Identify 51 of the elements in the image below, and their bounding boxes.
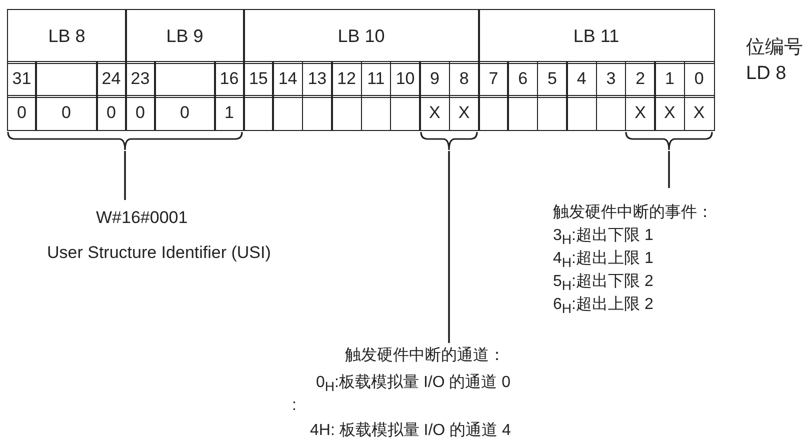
table-cell: 1 — [654, 61, 686, 98]
table-cell: X — [684, 95, 714, 130]
table-cell: LB 10 — [243, 9, 480, 64]
table-cell: 4 — [566, 61, 597, 98]
event-list-text: 触发硬件中断的事件： — [553, 202, 713, 223]
table-cell: 16 — [214, 61, 244, 98]
table-cell: 0 — [684, 61, 714, 98]
table-cell: 0 — [154, 95, 216, 130]
leader-line — [448, 151, 450, 343]
table-cell: 8 — [448, 61, 480, 98]
table-cell: 0 — [35, 95, 98, 130]
table-cell: 6 — [507, 61, 538, 98]
leader-line — [124, 151, 126, 200]
channel-list-text: 4H: 板载模拟量 I/O 的通道 4 — [310, 420, 511, 441]
table-cell: X — [624, 95, 656, 130]
table-cell: 1 — [214, 95, 244, 130]
table-cell: 0 — [7, 95, 36, 130]
table-cell: LB 11 — [478, 9, 714, 64]
table-cell: 11 — [360, 61, 392, 98]
event-list-text: 4$_{H}$:超出上限 1 — [553, 248, 654, 270]
table-cell: 7 — [478, 61, 509, 98]
bit-number-label: 位编号 — [746, 36, 803, 60]
leader-line — [668, 151, 670, 188]
table-cell: 31 — [7, 61, 36, 98]
table-cell: 9 — [419, 61, 450, 98]
description-text: User Structure Identifier (USI) — [47, 243, 271, 263]
table-cell: 13 — [302, 61, 333, 98]
table-cell: 2 — [624, 61, 656, 98]
event-list-text: 5$_{H}$:超出下限 2 — [553, 272, 654, 294]
table-cell: 0 — [125, 95, 156, 130]
table-cell: LB 8 — [7, 9, 126, 64]
event-list-text: 6$_{H}$:超出上限 2 — [553, 294, 654, 316]
table-cell: 12 — [331, 61, 362, 98]
table-cell: 14 — [272, 61, 304, 98]
table-cell: 5 — [536, 61, 568, 98]
description-text: W#16#0001 — [96, 208, 188, 228]
table-cell: 24 — [96, 61, 126, 98]
table-cell: X — [654, 95, 686, 130]
event-list-text: 3$_{H}$:超出下限 1 — [553, 226, 654, 248]
table-cell: 10 — [390, 61, 421, 98]
table-cell: 0 — [96, 95, 126, 130]
table-cell: 15 — [243, 61, 274, 98]
table-cell: X — [419, 95, 450, 130]
table-cell: 3 — [596, 61, 626, 98]
register-label: LD 8 — [746, 63, 786, 85]
channel-list-text: : — [292, 397, 296, 415]
table-cell: LB 9 — [125, 9, 244, 64]
channel-list-text: 0$_{H}$:板载模拟量 I/O 的通道 0 — [316, 372, 511, 394]
channel-list-text: 触发硬件中断的通道： — [345, 346, 505, 366]
table-cell: X — [448, 95, 480, 130]
table-cell: 23 — [125, 61, 156, 98]
